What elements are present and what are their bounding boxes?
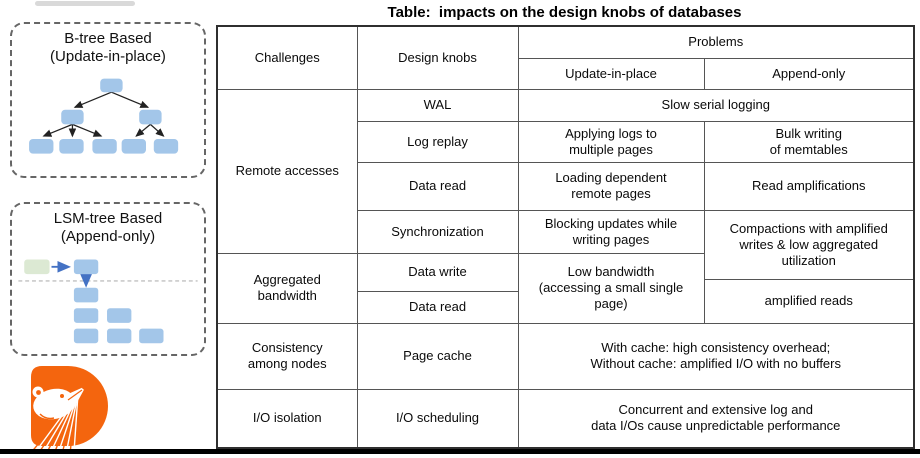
lsm-level2-node [107, 308, 132, 323]
lsm-level3-node [73, 328, 99, 344]
btree-diagram [29, 78, 179, 154]
btree-root-node [100, 78, 123, 93]
cell-io-isolation: I/O isolation [216, 388, 358, 449]
polardb-bear-logo [30, 366, 108, 452]
cell-cache-problem: With cache: high consistency overhead; W… [517, 322, 915, 390]
cell-remote-accesses: Remote accesses [216, 88, 358, 254]
bear-head-icon [32, 384, 88, 420]
cell-data-read-agg: Data read [356, 290, 519, 324]
table-title: Table: impacts on the design knobs of da… [387, 4, 742, 21]
lsm-diagram [18, 259, 198, 344]
design-knobs-table: Challenges Design knobs Problems Update-… [216, 25, 916, 449]
cell-data-write: Data write [356, 252, 519, 292]
cell-loading-dependent: Loading dependent remote pages [517, 161, 705, 211]
btree-internal-node [139, 109, 162, 125]
header-append-only: Append-only [703, 57, 915, 90]
header-update-in-place: Update-in-place [517, 57, 705, 90]
lsm-level3-node [139, 328, 164, 344]
lsm-memtable-node [24, 259, 50, 275]
lsm-title: LSM-tree Based [53, 210, 163, 227]
btree-leaf-node [153, 138, 179, 154]
cell-page-cache: Page cache [356, 322, 519, 390]
header-design-knobs: Design knobs [356, 25, 519, 90]
cell-aggregated-bandwidth: Aggregated bandwidth [216, 252, 358, 324]
cell-data-read-remote: Data read [356, 161, 519, 211]
cell-slow-serial-logging: Slow serial logging [517, 88, 915, 122]
cell-applying-logs: Applying logs to multiple pages [517, 120, 705, 163]
header-problems: Problems [517, 25, 915, 59]
cell-low-bandwidth: Low bandwidth (accessing a small single … [517, 252, 705, 324]
top-decoration-bar [35, 1, 135, 6]
btree-title: B-tree Based [64, 30, 152, 47]
lsm-panel-title: LSM-tree Based (Append-only) [12, 210, 204, 246]
lsm-level2-node [73, 308, 99, 323]
lsm-subtitle: (Append-only) [60, 228, 156, 245]
cell-blocking-updates: Blocking updates while writing pages [517, 209, 705, 254]
cell-log-replay: Log replay [356, 120, 519, 163]
cell-wal: WAL [356, 88, 519, 122]
header-challenges: Challenges [216, 25, 358, 90]
lsm-level3-node [107, 328, 132, 344]
btree-leaf-node [121, 138, 146, 154]
bottom-divider [0, 449, 920, 454]
btree-diagram-panel: B-tree Based (Update-in-place) [10, 22, 206, 178]
cell-compactions: Compactions with amplified writes & low … [703, 209, 915, 280]
btree-panel-title: B-tree Based (Update-in-place) [12, 30, 204, 66]
lsm-diagram-panel: LSM-tree Based (Append-only) [10, 202, 206, 356]
cell-bulk-writing: Bulk writing of memtables [703, 120, 915, 163]
btree-leaf-node [92, 138, 117, 154]
cell-read-amplifications: Read amplifications [703, 161, 915, 211]
cell-io-problem: Concurrent and extensive log and data I/… [517, 388, 915, 449]
lsm-level0-node [73, 259, 99, 275]
cell-amplified-reads: amplified reads [703, 278, 915, 324]
cell-io-scheduling: I/O scheduling [356, 388, 519, 449]
btree-subtitle: (Update-in-place) [50, 48, 166, 65]
btree-internal-node [61, 109, 84, 125]
cell-synchronization: Synchronization [356, 209, 519, 254]
lsm-level1-node [73, 287, 99, 303]
cell-consistency: Consistency among nodes [216, 322, 358, 390]
btree-leaf-node [59, 138, 84, 154]
btree-leaf-node [29, 138, 54, 154]
